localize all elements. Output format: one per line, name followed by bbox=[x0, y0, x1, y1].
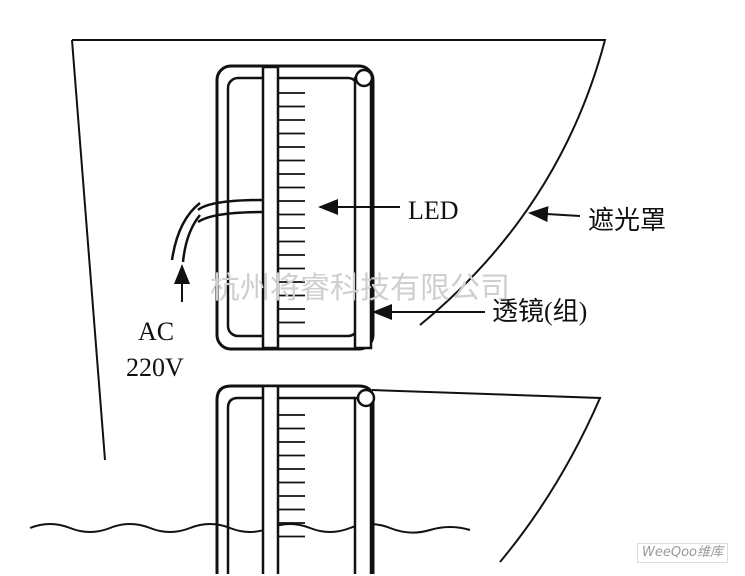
hood-arrow bbox=[528, 206, 581, 223]
voltage-label: 220V bbox=[126, 353, 184, 382]
led-label: LED bbox=[408, 196, 459, 225]
hood-outline-lower bbox=[371, 389, 602, 563]
lamp-bottom bbox=[215, 384, 376, 574]
hood-left-edge bbox=[71, 39, 106, 461]
wavy-surface bbox=[29, 523, 471, 534]
lamp-top bbox=[170, 64, 375, 351]
lens-label: 透镜(组) bbox=[492, 297, 587, 326]
hood-outline-upper bbox=[72, 39, 607, 326]
ac-cable bbox=[170, 202, 201, 263]
watermark: 杭州将睿科技有限公司 bbox=[210, 271, 510, 306]
weeqoo-badge: WeeQoo维库 bbox=[637, 543, 728, 563]
hood-label: 遮光罩 bbox=[588, 206, 666, 235]
ac-label: AC bbox=[138, 317, 174, 346]
